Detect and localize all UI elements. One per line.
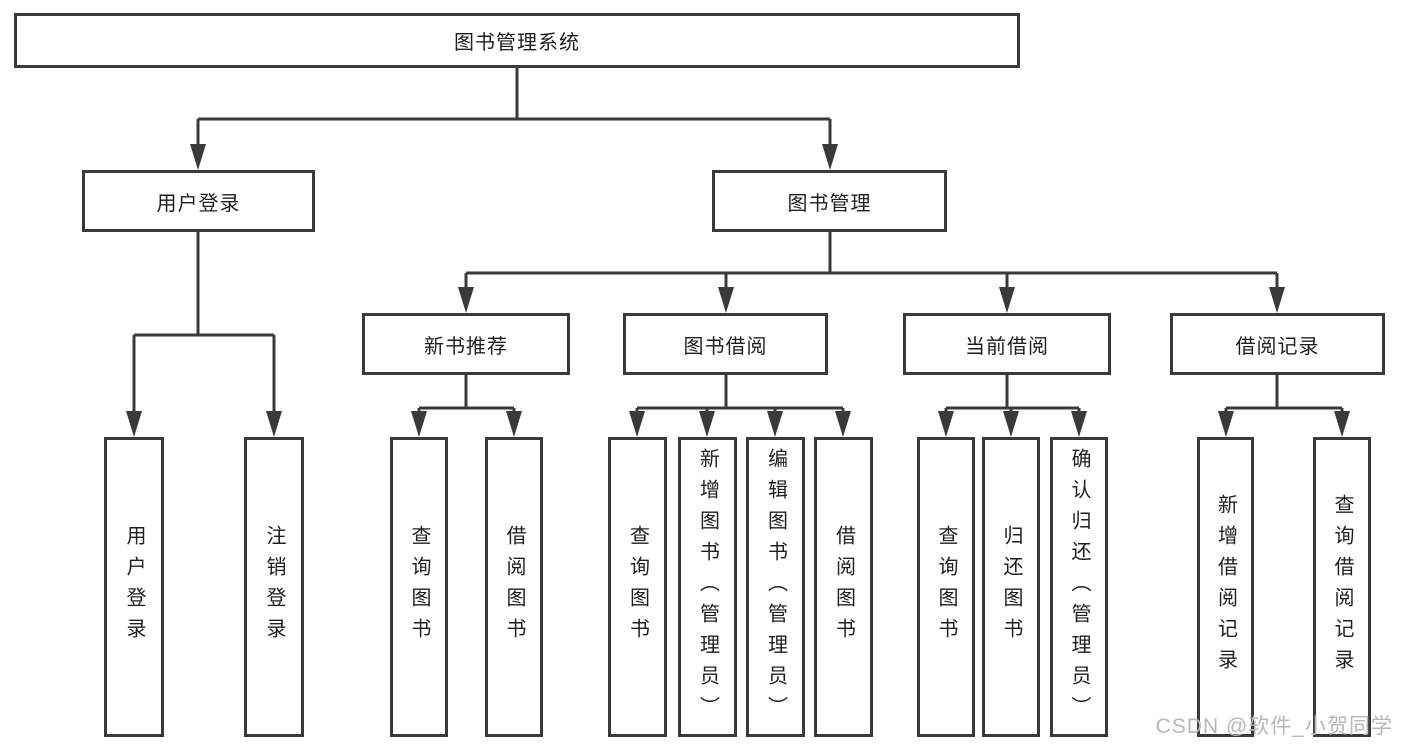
- node-label: 用户登录: [156, 192, 241, 215]
- node-root-system: 图书管理系统: [14, 13, 1020, 68]
- node-current-borrow: 当前借阅: [903, 313, 1111, 375]
- node-user-login: 用户登录: [82, 170, 315, 232]
- leaf-add-borrow-record: 新增借阅记录: [1197, 437, 1254, 737]
- node-book-management: 图书管理: [712, 170, 947, 232]
- node-label: 查询图书: [626, 525, 649, 649]
- node-new-book-recommend: 新书推荐: [362, 313, 570, 375]
- node-label: 查询图书: [408, 525, 430, 649]
- node-label: 归还图书: [1000, 525, 1022, 649]
- node-label: 新书推荐: [424, 335, 508, 358]
- node-label: 借阅记录: [1235, 335, 1320, 358]
- node-label: 用户登录: [123, 525, 145, 649]
- node-label: 图书管理: [787, 192, 872, 215]
- node-label: 确认归还（管理员）: [1068, 447, 1090, 727]
- node-label: 图书借阅: [683, 335, 768, 358]
- node-label: 查询图书: [935, 525, 957, 649]
- leaf-borrow-books: 借阅图书: [814, 437, 873, 737]
- node-label: 借阅图书: [503, 525, 525, 649]
- leaf-query-books-current: 查询图书: [917, 437, 975, 737]
- leaf-query-books-recommend: 查询图书: [390, 437, 448, 737]
- leaf-confirm-return-admin: 确认归还（管理员）: [1050, 437, 1108, 737]
- leaf-borrow-books-recommend: 借阅图书: [485, 437, 543, 737]
- leaf-user-login: 用户登录: [104, 437, 164, 737]
- node-label: 当前借阅: [965, 335, 1049, 358]
- csdn-watermark: CSDN @软件_小贺同学: [1155, 715, 1393, 738]
- node-label: 新增借阅记录: [1214, 494, 1237, 680]
- leaf-edit-books-admin: 编辑图书（管理员）: [746, 437, 805, 737]
- leaf-query-borrow-record: 查询借阅记录: [1313, 437, 1371, 737]
- node-label: 新增图书（管理员）: [696, 447, 719, 727]
- node-label: 注销登录: [263, 525, 285, 649]
- leaf-return-books: 归还图书: [982, 437, 1040, 737]
- leaf-add-books-admin: 新增图书（管理员）: [678, 437, 737, 737]
- node-book-borrow: 图书借阅: [623, 313, 828, 375]
- node-label: 借阅图书: [832, 525, 855, 649]
- leaf-query-books-borrow: 查询图书: [608, 437, 667, 737]
- leaf-logout: 注销登录: [244, 437, 304, 737]
- node-label: 图书管理系统: [454, 32, 580, 54]
- node-borrow-records: 借阅记录: [1170, 313, 1385, 375]
- node-label: 编辑图书（管理员）: [764, 447, 787, 727]
- node-label: 查询借阅记录: [1331, 494, 1353, 680]
